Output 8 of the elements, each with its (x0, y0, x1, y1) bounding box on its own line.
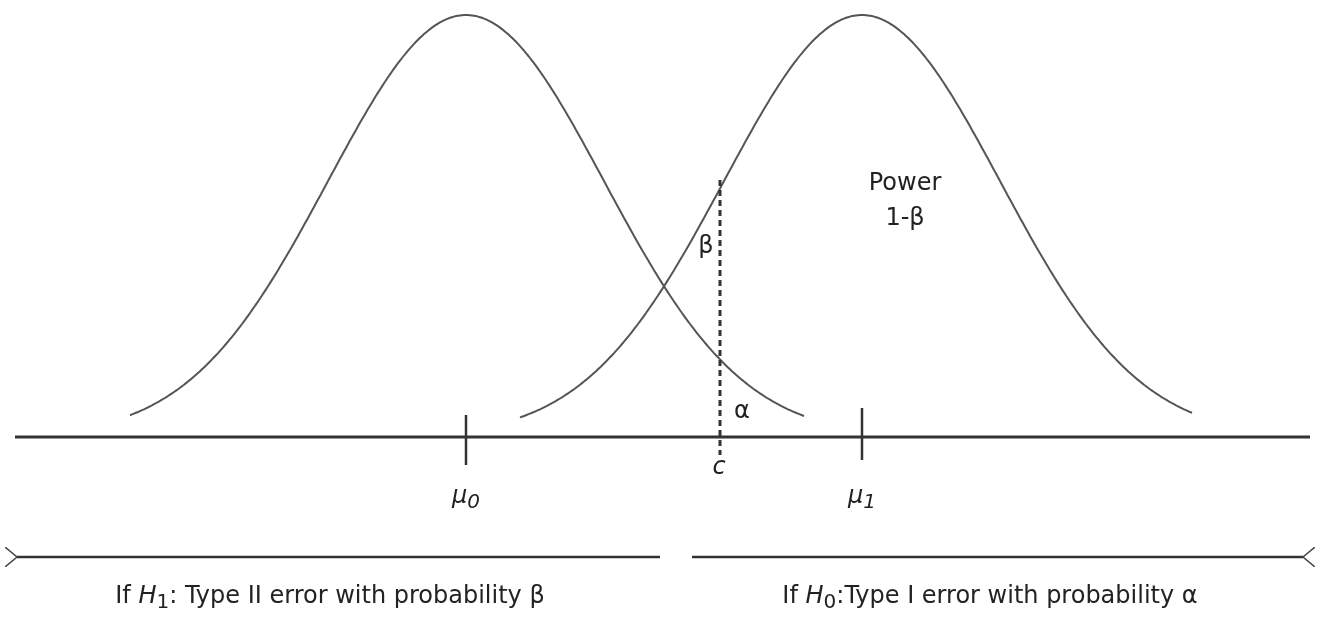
alpha-label: α (734, 394, 750, 426)
error-description: If H$_{0}$:Type I error with probability α (782, 579, 1198, 616)
power-label: Power 1-β (867, 167, 943, 233)
error-description: If H$_{1}$: Type II error with probability β (115, 579, 545, 616)
beta-label: β (698, 229, 714, 261)
critical-value-label: c (712, 450, 726, 482)
mean-label: μ$_{0}$ (452, 479, 480, 516)
mean-label: μ$_{1}$ (848, 479, 876, 516)
